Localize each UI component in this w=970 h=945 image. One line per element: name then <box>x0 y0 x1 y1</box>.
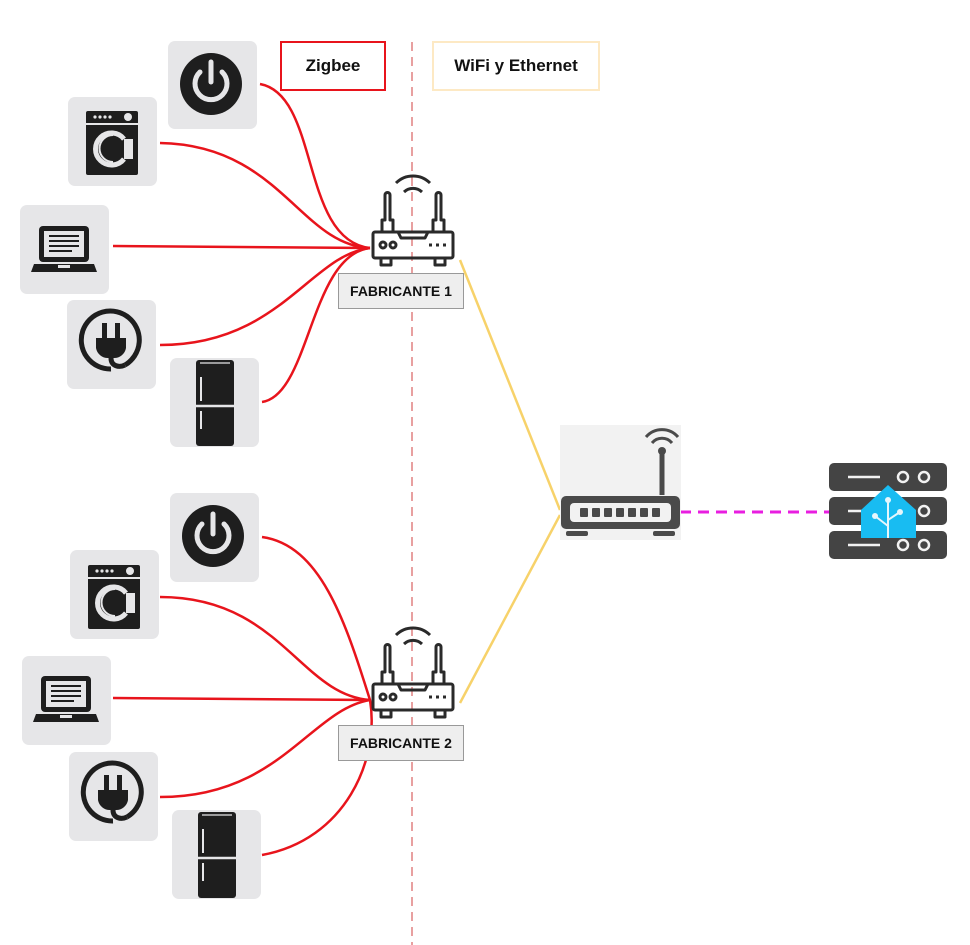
hub-label-1-text: FABRICANTE 1 <box>350 283 452 299</box>
washing-machine-icon <box>88 565 140 629</box>
zigbee-link <box>112 244 371 250</box>
device-washer-2 <box>70 550 159 639</box>
legend-zigbee: Zigbee <box>280 41 386 91</box>
device-washer-1 <box>68 97 157 186</box>
device-fridge-2 <box>172 810 261 900</box>
zigbee-link <box>159 595 371 702</box>
fridge-icon <box>196 810 238 900</box>
zigbee-link <box>261 535 373 857</box>
device-fridge-1 <box>170 358 259 448</box>
central-router <box>560 425 681 540</box>
zigbee-link <box>159 141 371 250</box>
zigbee-link <box>259 82 371 250</box>
laptop-icon <box>32 675 100 723</box>
power-button-icon <box>180 53 242 115</box>
device-laptop-2 <box>22 656 111 745</box>
device-power-1 <box>168 41 257 129</box>
device-laptop-1 <box>20 205 109 294</box>
hub-label-1: FABRICANTE 1 <box>338 273 464 309</box>
washing-machine-icon <box>86 111 138 175</box>
device-plug-1 <box>67 300 156 389</box>
legend-wifi-ethernet: WiFi y Ethernet <box>432 41 600 91</box>
zigbee-links-group-1 <box>112 82 371 404</box>
legend-wifi-label: WiFi y Ethernet <box>454 56 578 75</box>
zigbee-links-group-2 <box>112 535 373 857</box>
device-power-2 <box>170 493 259 582</box>
zigbee-link <box>159 698 371 799</box>
wifi-link-hub1 <box>458 259 562 511</box>
wifi-router-icon <box>371 174 455 267</box>
legend-zigbee-label: Zigbee <box>305 56 361 75</box>
zigbee-link <box>112 696 371 702</box>
power-button-icon <box>182 505 244 567</box>
wifi-link-hub2 <box>458 514 562 704</box>
home-assistant-server <box>829 463 947 559</box>
device-plug-2 <box>69 752 158 841</box>
laptop-icon <box>30 225 98 273</box>
hub-label-2: FABRICANTE 2 <box>338 725 464 761</box>
fridge-icon <box>194 358 236 448</box>
zigbee-link <box>159 246 371 347</box>
hub-label-2-text: FABRICANTE 2 <box>350 735 452 751</box>
zigbee-link <box>261 246 371 404</box>
